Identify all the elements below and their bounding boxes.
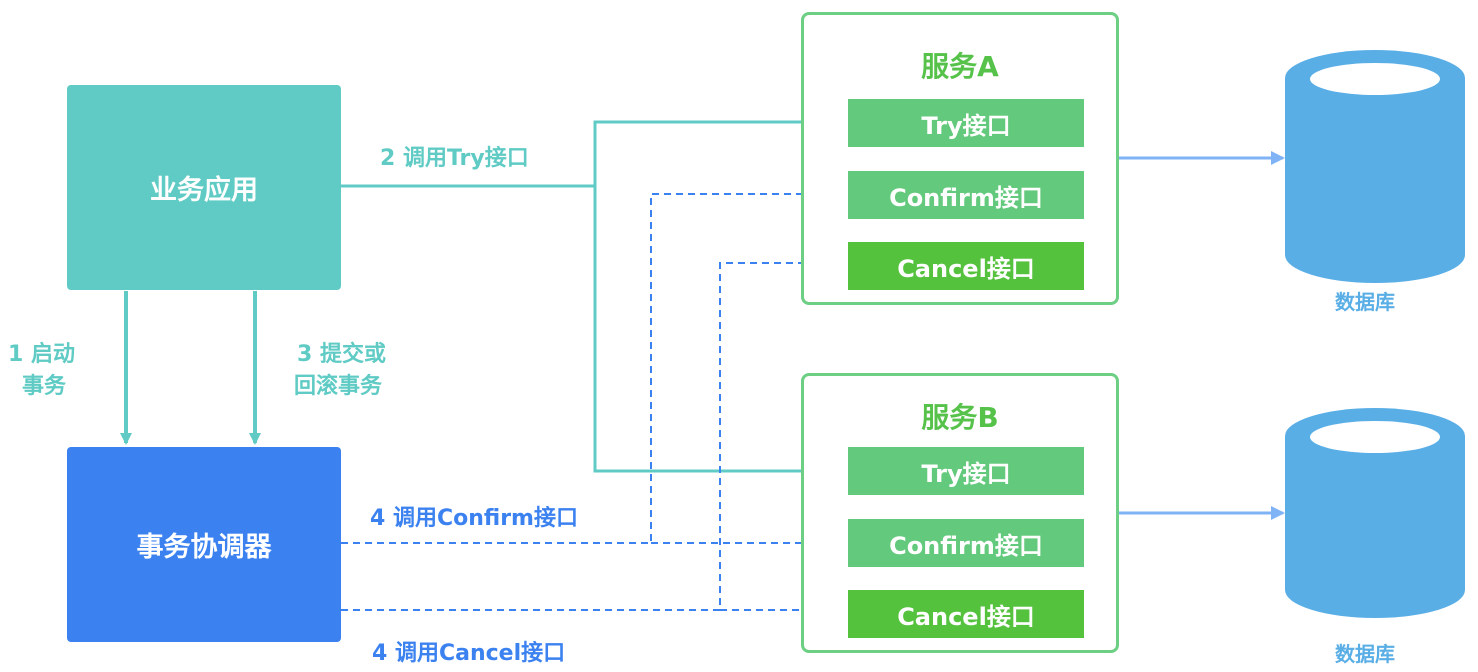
service-b-cancel-interface: Cancel接口 (848, 590, 1084, 638)
service-b-container: 服务B Try接口 Confirm接口 Cancel接口 (801, 373, 1119, 653)
service-a-try-label: Try接口 (921, 111, 1011, 140)
service-a-confirm-interface: Confirm接口 (848, 171, 1084, 219)
service-a-confirm-label: Confirm接口 (889, 183, 1043, 212)
coordinator-label: 事务协调器 (136, 532, 272, 563)
database-b-icon (1285, 408, 1465, 618)
service-a-title: 服务A (921, 50, 999, 83)
edge-label-call-try: 2 调用Try接口 (380, 146, 529, 171)
database-a-label: 数据库 (1335, 290, 1395, 314)
edge-label-start-line2: 事务 (22, 374, 67, 399)
coordinator-node: 事务协调器 (67, 447, 341, 642)
business-app-node: 业务应用 (67, 85, 341, 290)
edge-label-start-line1: 1 启动 (8, 342, 75, 367)
edge-label-commit-line2: 回滚事务 (294, 374, 383, 399)
service-b-cancel-label: Cancel接口 (897, 602, 1035, 631)
arrow-call-confirm-a (341, 188, 847, 544)
service-b-title: 服务B (921, 401, 999, 434)
database-b-label: 数据库 (1335, 642, 1395, 666)
service-a-container: 服务A Try接口 Confirm接口 Cancel接口 (801, 12, 1119, 305)
edge-label-call-confirm: 4 调用Confirm接口 (370, 506, 578, 531)
arrow-call-try-a (341, 116, 847, 188)
arrow-call-try-b (593, 186, 847, 477)
edge-label-commit-line1: 3 提交或 (297, 342, 386, 367)
service-a-cancel-interface: Cancel接口 (848, 242, 1084, 290)
business-app-label: 业务应用 (150, 175, 258, 206)
service-b-confirm-interface: Confirm接口 (848, 519, 1084, 567)
service-a-try-interface: Try接口 (848, 99, 1084, 147)
service-b-try-label: Try接口 (921, 459, 1011, 488)
service-b-confirm-label: Confirm接口 (889, 531, 1043, 560)
edge-label-call-cancel: 4 调用Cancel接口 (372, 641, 566, 666)
service-a-cancel-label: Cancel接口 (897, 254, 1035, 283)
arrow-call-cancel-a (341, 257, 847, 611)
service-b-try-interface: Try接口 (848, 447, 1084, 495)
database-a-icon (1285, 50, 1465, 283)
